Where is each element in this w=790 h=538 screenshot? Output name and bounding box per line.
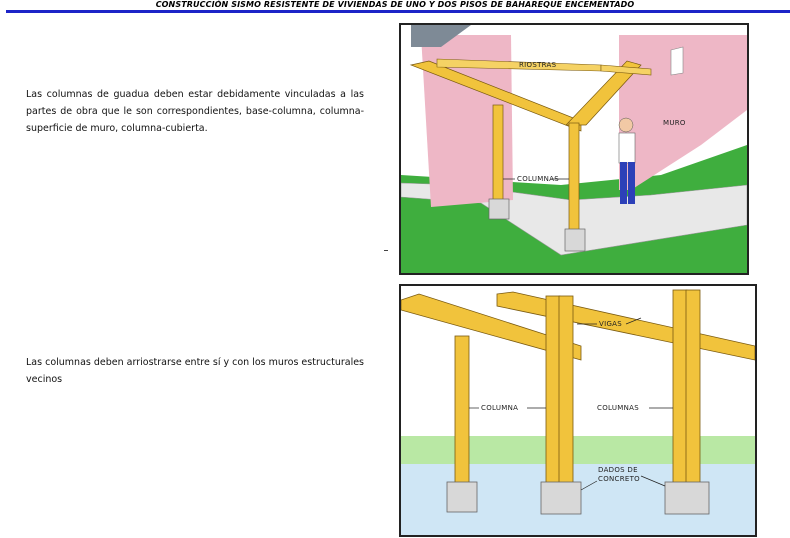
concrete-dado-3	[664, 481, 710, 515]
window	[670, 46, 684, 76]
illustration-porch-columns: RIOSTRAS MURO COLUMNAS	[399, 23, 749, 275]
concrete-dado-1	[446, 481, 478, 513]
base-front	[564, 228, 586, 252]
column-back	[492, 104, 504, 206]
label-muro: MURO	[663, 119, 686, 127]
label-dados-line1: DADOS DE	[598, 466, 638, 474]
worker-figure	[618, 117, 636, 204]
roof-edge	[411, 25, 471, 47]
header-divider	[6, 10, 790, 13]
column-2a	[545, 295, 561, 495]
illustration-column-bracing: VIGAS COLUMNA COLUMNAS DADOS DE CONCRETO	[399, 284, 757, 537]
riostra-right	[600, 64, 652, 76]
label-columna: COLUMNA	[481, 404, 518, 412]
label-columnas: COLUMNAS	[597, 404, 639, 412]
bracing-illustration-svg: VIGAS COLUMNA COLUMNAS DADOS DE CONCRETO	[401, 286, 755, 535]
label-columnas: COLUMNAS	[517, 175, 559, 183]
paragraph-column-connections: Las columnas de guadua deben estar debid…	[26, 89, 364, 134]
beam-left	[401, 293, 582, 361]
label-vigas: VIGAS	[599, 320, 622, 328]
grass-band	[401, 436, 755, 464]
stray-mark	[384, 250, 388, 251]
base-back	[488, 198, 510, 220]
column-2b	[558, 295, 574, 495]
column-3b	[685, 289, 701, 497]
porch-illustration-svg: RIOSTRAS MURO COLUMNAS	[401, 25, 747, 273]
label-dados-line2: CONCRETO	[598, 475, 640, 483]
concrete-dado-2	[540, 481, 582, 515]
column-3a	[672, 289, 688, 497]
label-riostras: RIOSTRAS	[519, 61, 557, 69]
paragraph-column-bracing: Las columnas deben arriostrarse entre sí…	[26, 357, 364, 385]
column-front	[568, 122, 580, 234]
column-1	[454, 335, 470, 495]
page-header: CONSTRUCCIÓN SISMO RESISTENTE DE VIVIEND…	[155, 0, 635, 9]
